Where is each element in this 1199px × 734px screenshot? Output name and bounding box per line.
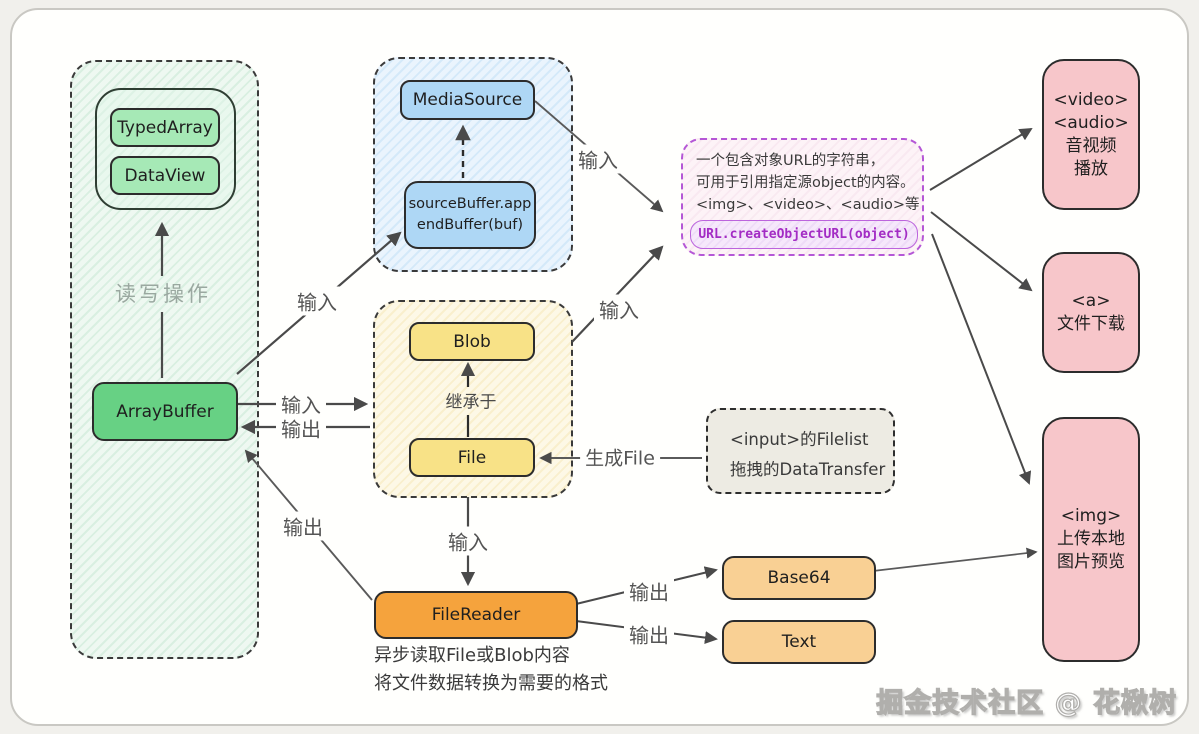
edge-label-input-ab-sourcebuffer: 输入 [292,286,342,316]
edge-label-input-blob-url: 输入 [594,294,644,324]
media-target-line3: 音视频 [1065,135,1117,156]
arrow-base64-to-image [872,547,1038,572]
media-playback-target: <video> <audio> 音视频 播放 [1042,59,1140,210]
arraybuffer-label: ArrayBuffer [116,401,214,422]
typedarray-label: TypedArray [117,117,213,138]
image-target-line2: 上传本地 [1057,529,1125,549]
filereader-node: FileReader [374,591,578,639]
object-url-note-line1: 一个包含对象URL的字符串， [696,153,885,169]
file-sources-line2: 拖拽的DataTransfer [730,460,886,479]
typedarray-node: TypedArray [110,108,220,147]
edge-label-input-file-filereader: 输入 [443,526,493,556]
edge-label-output-text: 输出 [624,619,674,649]
edge-label-inherit: 继承于 [445,392,497,413]
media-target-line1: <video> [1053,89,1129,110]
media-target-line2: <audio> [1053,112,1129,133]
image-target-line3: 图片预览 [1057,552,1125,572]
filereader-note-line1: 异步读取File或Blob内容 [374,645,570,666]
file-sources-note: <input>的Filelist 拖拽的DataTransfer [706,408,895,494]
filereader-note: 异步读取File或Blob内容 将文件数据转换为需要的格式 [374,642,634,698]
dataview-label: DataView [124,165,206,186]
image-preview-target: <img> 上传本地 图片预览 [1042,417,1140,662]
file-sources-line1: <input>的Filelist [730,430,869,449]
filereader-note-line2: 将文件数据转换为需要的格式 [374,673,608,694]
text-label: Text [781,632,817,652]
edge-label-read-write: 读写操作 [115,282,211,306]
edge-label-input-mediasource-url: 输入 [573,144,623,174]
blob-label: Blob [453,331,491,352]
blob-node: Blob [409,322,535,361]
text-node: Text [722,620,876,664]
base64-label: Base64 [767,568,831,588]
create-object-url-code: URL.createObjectURL(object) [698,226,910,242]
arraybuffer-node: ArrayBuffer [92,382,238,441]
file-node: File [409,438,535,477]
download-target: <a> 文件下载 [1042,252,1140,373]
file-label: File [457,447,487,468]
download-target-line1: <a> [1071,290,1111,311]
edge-label-output-blob-ab: 输出 [276,413,326,443]
sourcebuffer-label-line2: endBuffer(buf) [416,217,524,233]
download-target-line2: 文件下载 [1057,313,1125,334]
arrow-url-to-image [931,233,1032,485]
object-url-note-line2: 可用于引用指定源object的内容。 [696,175,915,191]
edge-label-generate-file: 生成File [580,443,660,471]
edge-label-output-base64: 输出 [624,576,674,606]
edge-label-output-filereader-ab: 输出 [278,511,328,541]
arrow-url-to-media [929,127,1033,191]
object-url-note: 一个包含对象URL的字符串， 可用于引用指定源object的内容。 <img>、… [681,138,924,256]
create-object-url-pill: URL.createObjectURL(object) [690,220,918,249]
image-target-line1: <img> [1060,506,1122,526]
base64-node: Base64 [722,556,876,600]
object-url-note-line3: <img>、<video>、<audio>等 [696,197,920,213]
sourcebuffer-node: sourceBuffer.app endBuffer(buf) [404,181,536,249]
watermark-text: 掘金技术社区 @ 花楸树 [876,687,1177,719]
mediasource-node: MediaSource [400,80,535,120]
media-target-line4: 播放 [1074,158,1108,179]
arrow-url-to-download [930,211,1033,292]
filereader-label: FileReader [431,605,521,625]
dataview-node: DataView [110,156,220,195]
sourcebuffer-label-line1: sourceBuffer.app [408,196,532,212]
mediasource-label: MediaSource [412,90,523,110]
